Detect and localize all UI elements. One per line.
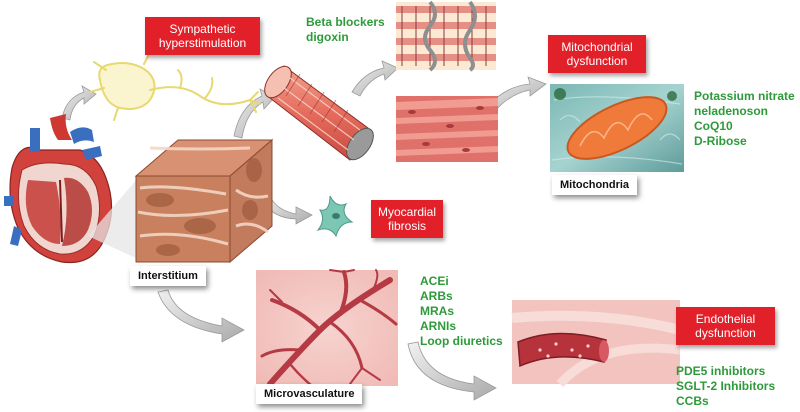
- muscle-fiber-icon: [264, 65, 374, 161]
- endothelial-dysfunction-callout: Endothelial dysfunction: [676, 307, 775, 345]
- interstitium-label: Interstitium: [130, 266, 206, 286]
- microvasculature-drug-list: ACEi ARBs MRAs ARNIs Loop diuretics: [420, 274, 503, 348]
- mitochondria-label: Mitochondria: [552, 175, 638, 195]
- heart-icon: [4, 114, 113, 264]
- nerve-icon: [89, 51, 261, 121]
- blood-vessel-icon: [511, 300, 682, 388]
- myocardial-fibrosis-callout: Myocardial fibrosis: [371, 200, 443, 238]
- arrow-icon: [61, 60, 547, 401]
- fibroblast-icon: [316, 195, 354, 238]
- mitochondrion-icon: [550, 84, 684, 172]
- sarcomere-icon: [396, 0, 496, 72]
- myocyte-drug-list: Beta blockers digoxin: [306, 15, 385, 44]
- sympathetic-hyperstimulation-callout: Sympathetic hyperstimulation: [145, 17, 260, 55]
- microvasculature-label: Microvasculature: [256, 384, 363, 404]
- tissue-block-icon: [134, 138, 274, 264]
- mitochondrial-dysfunction-callout: Mitochondrial dysfunction: [548, 35, 646, 73]
- vessel-network-icon: [256, 269, 398, 388]
- zoom-cone: [88, 178, 140, 260]
- myocyte-tissue-icon: [396, 96, 498, 162]
- endothelial-drug-list: PDE5 inhibitors SGLT-2 Inhibitors CCBs: [676, 364, 776, 408]
- mitochondria-drug-list: Potassium nitrate neladenoson CoQ10 D-Ri…: [694, 89, 795, 148]
